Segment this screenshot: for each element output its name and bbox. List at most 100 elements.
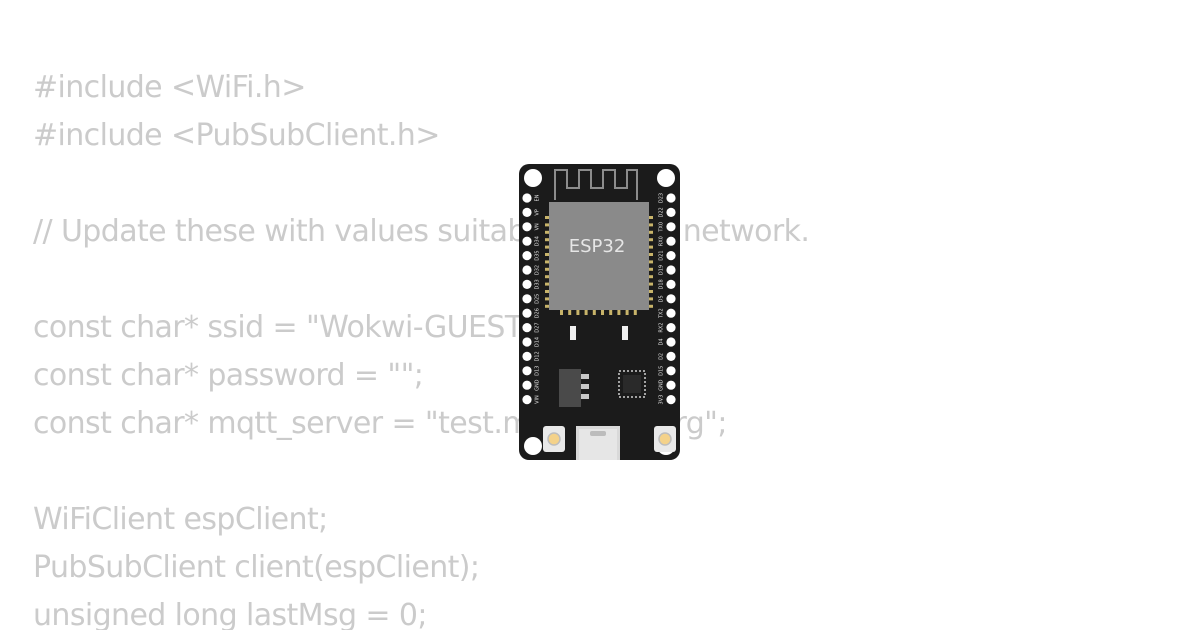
code-line: unsigned long lastMsg = 0; [33, 598, 427, 630]
module-pad [545, 267, 549, 271]
module-pad [545, 297, 549, 301]
pin-label: D27 [535, 322, 541, 332]
pin-d26[interactable] [522, 308, 532, 318]
pin-vin[interactable] [522, 395, 532, 405]
pin-label: D14 [535, 337, 541, 347]
pin-label: D19 [659, 265, 665, 275]
pin-rx2[interactable] [666, 323, 676, 333]
pin-label: D22 [659, 207, 665, 217]
module-pad [649, 230, 653, 234]
pin-d34[interactable] [522, 236, 532, 246]
pin-label: RX2 [659, 323, 665, 333]
esp32-board[interactable]: ESP32 [519, 164, 680, 460]
module-pad [545, 223, 549, 227]
pin-d27[interactable] [522, 323, 532, 333]
pin-label: D25 [535, 294, 541, 304]
module-pads [545, 216, 653, 315]
module-pad [545, 230, 549, 234]
pin-label: EN [535, 194, 541, 201]
module-pad [592, 310, 596, 315]
pin-d5[interactable] [666, 294, 676, 304]
module-pad [568, 310, 572, 315]
pin-d22[interactable] [666, 207, 676, 217]
module-pad [545, 282, 549, 286]
pin-tx0[interactable] [666, 222, 676, 232]
pin-label: D34 [535, 236, 541, 246]
pin-d21[interactable] [666, 251, 676, 261]
pin-d19[interactable] [666, 265, 676, 275]
module-pad [649, 290, 653, 293]
module-pad [545, 245, 549, 249]
code-line: const char* mqtt_server = "test.mosquitt… [33, 406, 727, 441]
pin-label: GND [535, 379, 541, 391]
pin-d15[interactable] [666, 366, 676, 376]
module-pad [649, 216, 653, 219]
module-pad [545, 304, 549, 308]
code-line: #include <WiFi.h> [33, 70, 306, 105]
pin-d35[interactable] [522, 251, 532, 261]
pin-d12[interactable] [522, 351, 532, 361]
module-pad [560, 310, 563, 315]
pin-vp[interactable] [522, 207, 532, 217]
antenna-icon [554, 169, 638, 200]
code-line: const char* ssid = "Wokwi-GUEST"; [33, 310, 546, 345]
module-pad [617, 310, 621, 315]
pin-label: RX0 [659, 236, 665, 246]
pin-d2[interactable] [666, 351, 676, 361]
code-line: WiFiClient espClient; [33, 502, 328, 537]
pin-gnd[interactable] [666, 380, 676, 390]
en-button[interactable] [543, 426, 565, 452]
code-line [33, 160, 809, 208]
module-pad [649, 245, 653, 249]
pin-d25[interactable] [522, 294, 532, 304]
regulator-pin [581, 394, 589, 399]
code-line [33, 256, 809, 304]
pin-d18[interactable] [666, 279, 676, 289]
pin-label: VIN [535, 395, 541, 404]
smd-component [570, 326, 576, 340]
module-pad [545, 260, 549, 264]
pin-label: D4 [659, 338, 665, 345]
module-pad [649, 238, 653, 242]
pin-label: TX0 [659, 222, 665, 233]
regulator-pin [581, 374, 589, 379]
module-pad [649, 297, 653, 301]
mounting-hole [657, 169, 675, 187]
module-pad [545, 275, 549, 279]
pin-en[interactable] [522, 193, 532, 203]
esp32-module [549, 202, 649, 310]
pin-label: D12 [535, 351, 541, 361]
right-pin-header: D23D22TX0RX0D21D19D18D5TX2RX2D4D2D15GND3… [659, 193, 676, 405]
pin-d33[interactable] [522, 279, 532, 289]
code-line: #include <PubSubClient.h> [33, 118, 440, 153]
module-pad [649, 267, 653, 271]
pin-gnd[interactable] [522, 380, 532, 390]
pin-d4[interactable] [666, 337, 676, 347]
mounting-hole [524, 169, 542, 187]
module-pad [545, 216, 549, 219]
pin-tx2[interactable] [666, 308, 676, 318]
pin-label: VN [535, 223, 541, 230]
pin-3v3[interactable] [666, 395, 676, 405]
module-pad [545, 253, 549, 256]
pin-label: D32 [535, 265, 541, 275]
module-pad [609, 310, 613, 315]
pin-label: D23 [659, 193, 665, 203]
pin-d13[interactable] [522, 366, 532, 376]
pin-vn[interactable] [522, 222, 532, 232]
boot-button[interactable] [654, 426, 676, 452]
pin-label: D2 [659, 353, 665, 360]
pin-rx0[interactable] [666, 236, 676, 246]
pin-label: D21 [659, 250, 665, 260]
code-preview: #include <WiFi.h> #include <PubSubClient.… [33, 64, 810, 630]
pin-label: D26 [535, 308, 541, 318]
pin-d32[interactable] [522, 265, 532, 275]
micro-usb-port[interactable] [576, 426, 620, 460]
module-pad [584, 310, 588, 315]
pin-d14[interactable] [522, 337, 532, 347]
module-pad [649, 282, 653, 286]
module-label: ESP32 [569, 236, 626, 257]
module-pad [649, 275, 653, 279]
pin-label: D18 [659, 279, 665, 289]
pin-d23[interactable] [666, 193, 676, 203]
